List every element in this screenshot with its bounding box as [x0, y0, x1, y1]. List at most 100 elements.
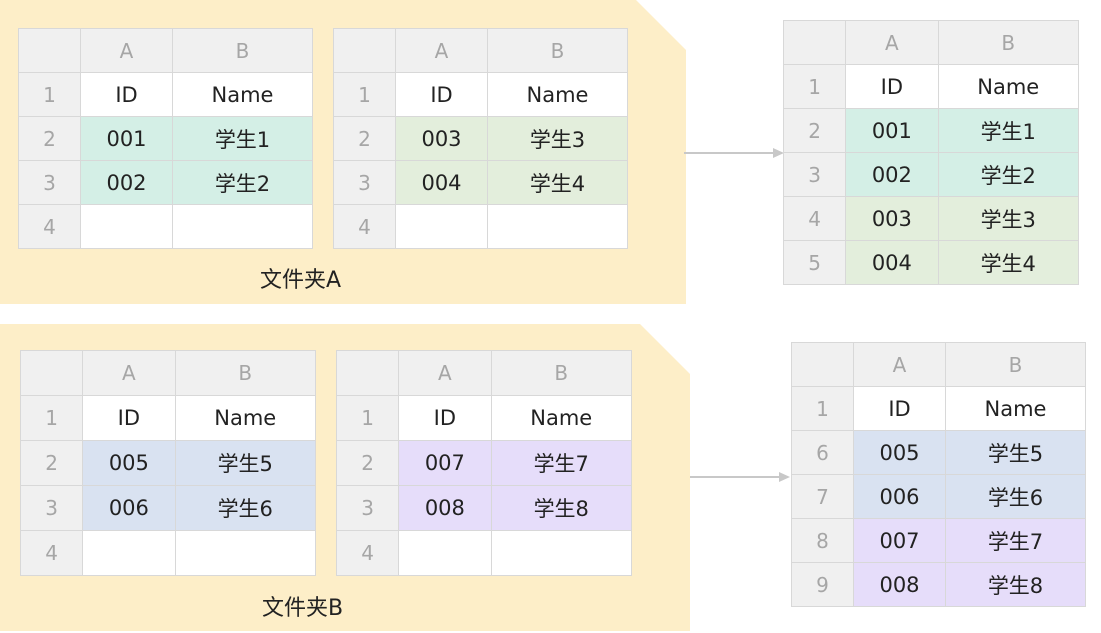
cell[interactable]: [172, 204, 313, 249]
cell[interactable]: ID: [80, 72, 173, 117]
cell[interactable]: [82, 530, 176, 576]
cell[interactable]: 001: [845, 108, 939, 153]
row-number: 5: [782, 240, 847, 285]
cell[interactable]: 学生5: [174, 440, 317, 486]
corner-cell: [791, 342, 854, 387]
row-number: 1: [782, 64, 847, 109]
sheet-a2: A B 1 ID Name 2 003 学生3 3 004 学生4 4: [333, 28, 628, 249]
cell[interactable]: 002: [80, 160, 173, 205]
column-header: B: [945, 342, 1086, 387]
cell[interactable]: 学生6: [174, 485, 317, 531]
cell[interactable]: 学生1: [937, 108, 1080, 153]
row-number: 1: [333, 72, 396, 117]
cell[interactable]: 学生7: [490, 440, 633, 486]
cell[interactable]: 学生8: [490, 485, 633, 531]
row-number: 2: [18, 116, 81, 161]
cell[interactable]: ID: [853, 386, 946, 431]
corner-cell: [333, 28, 396, 73]
cell[interactable]: ID: [845, 64, 939, 109]
column-header: A: [398, 350, 492, 396]
column-header: B: [172, 28, 313, 73]
cell[interactable]: [490, 530, 633, 576]
cell[interactable]: 学生5: [945, 430, 1086, 475]
row-number: 4: [18, 204, 81, 249]
cell[interactable]: 学生6: [945, 474, 1086, 519]
row-number: 1: [335, 395, 400, 441]
cell[interactable]: 002: [845, 152, 939, 197]
cell[interactable]: [487, 204, 628, 249]
cell[interactable]: ID: [82, 395, 176, 441]
row-number: 2: [335, 440, 400, 486]
row-number: 2: [782, 108, 847, 153]
cell[interactable]: ID: [398, 395, 492, 441]
row-number: 3: [335, 485, 400, 531]
corner-cell: [782, 20, 847, 65]
folder-a-label: 文件夹A: [260, 268, 342, 293]
row-number: 6: [791, 430, 854, 475]
cell[interactable]: 008: [853, 562, 946, 607]
cell[interactable]: 学生1: [172, 116, 313, 161]
corner-cell: [18, 28, 81, 73]
cell[interactable]: 学生4: [487, 160, 628, 205]
row-number: 3: [782, 152, 847, 197]
sheet-b2: A B 1 ID Name 2 007 学生7 3 008 学生8 4: [335, 350, 633, 576]
row-number: 3: [18, 160, 81, 205]
cell[interactable]: Name: [490, 395, 633, 441]
cell[interactable]: Name: [172, 72, 313, 117]
row-number: 2: [19, 440, 84, 486]
cell[interactable]: [398, 530, 492, 576]
cell[interactable]: 006: [82, 485, 176, 531]
cell[interactable]: Name: [945, 386, 1086, 431]
cell[interactable]: 学生2: [172, 160, 313, 205]
column-header: A: [82, 350, 176, 396]
merge-arrow-b: [690, 472, 790, 482]
cell[interactable]: Name: [487, 72, 628, 117]
row-number: 8: [791, 518, 854, 563]
row-number: 3: [19, 485, 84, 531]
cell[interactable]: 001: [80, 116, 173, 161]
row-number: 1: [791, 386, 854, 431]
cell[interactable]: 004: [845, 240, 939, 285]
cell[interactable]: 003: [845, 196, 939, 241]
row-number: 4: [333, 204, 396, 249]
cell[interactable]: 学生7: [945, 518, 1086, 563]
cell[interactable]: 008: [398, 485, 492, 531]
cell[interactable]: Name: [174, 395, 317, 441]
column-header: A: [845, 20, 939, 65]
cell[interactable]: 学生3: [487, 116, 628, 161]
cell[interactable]: 学生8: [945, 562, 1086, 607]
row-number: 4: [19, 530, 84, 576]
row-number: 2: [333, 116, 396, 161]
merge-arrow-a: [684, 148, 784, 158]
cell[interactable]: 学生3: [937, 196, 1080, 241]
column-header: A: [395, 28, 488, 73]
row-number: 7: [791, 474, 854, 519]
column-header: A: [80, 28, 173, 73]
cell[interactable]: 006: [853, 474, 946, 519]
column-header: A: [853, 342, 946, 387]
cell[interactable]: 003: [395, 116, 488, 161]
sheet-a1: A B 1 ID Name 2 001 学生1 3 002 学生2 4: [18, 28, 313, 249]
cell[interactable]: ID: [395, 72, 488, 117]
cell[interactable]: 005: [853, 430, 946, 475]
cell[interactable]: [80, 204, 173, 249]
cell[interactable]: 005: [82, 440, 176, 486]
row-number: 1: [19, 395, 84, 441]
cell[interactable]: 学生2: [937, 152, 1080, 197]
cell[interactable]: 007: [398, 440, 492, 486]
column-header: B: [487, 28, 628, 73]
folder-b-label: 文件夹B: [262, 596, 344, 621]
cell[interactable]: Name: [937, 64, 1080, 109]
cell[interactable]: 学生4: [937, 240, 1080, 285]
cell[interactable]: [395, 204, 488, 249]
result-sheet-a: A B 1 ID Name 2 001 学生1 3 002 学生2 4 003 …: [782, 20, 1080, 285]
cell[interactable]: 004: [395, 160, 488, 205]
column-header: B: [937, 20, 1080, 65]
column-header: B: [490, 350, 633, 396]
row-number: 1: [18, 72, 81, 117]
sheet-b1: A B 1 ID Name 2 005 学生5 3 006 学生6 4: [19, 350, 317, 576]
cell[interactable]: [174, 530, 317, 576]
cell[interactable]: 007: [853, 518, 946, 563]
corner-cell: [19, 350, 84, 396]
result-sheet-b: A B 1 ID Name 6 005 学生5 7 006 学生6 8 007 …: [791, 342, 1086, 607]
